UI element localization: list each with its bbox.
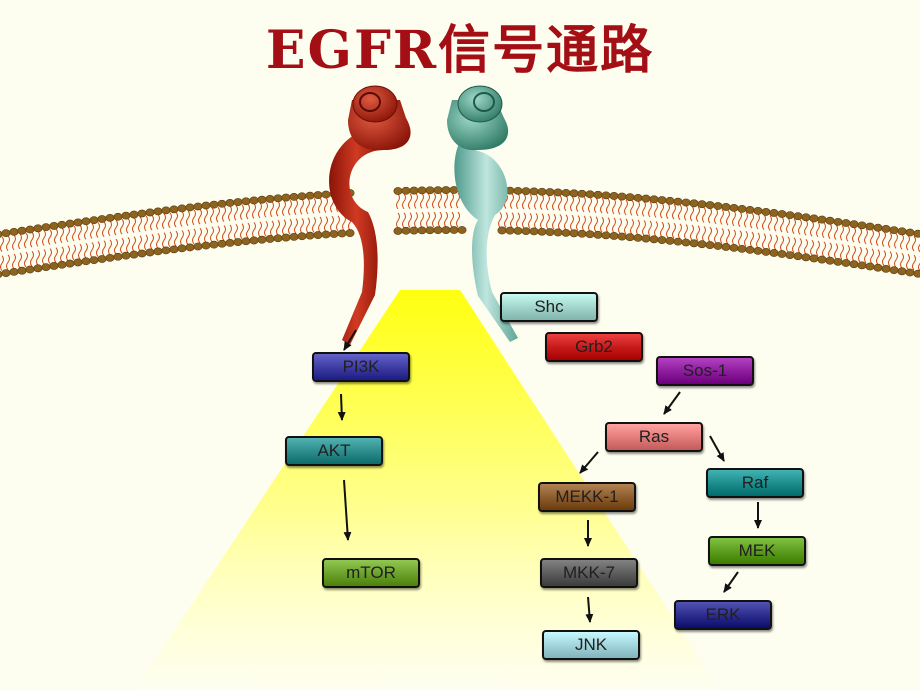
node-shc: Shc [500, 292, 598, 322]
node-raf: Raf [706, 468, 804, 498]
node-erk: ERK [674, 600, 772, 630]
receptor-left [329, 85, 411, 345]
node-akt: AKT [285, 436, 383, 466]
node-grb2: Grb2 [545, 332, 643, 362]
receptor-right [447, 85, 518, 342]
arrow-akt-mtor [343, 479, 352, 541]
page-title: EGFR信号通路 [265, 20, 655, 81]
arrow-mkk7-jnk [585, 596, 594, 623]
cell-membrane [0, 186, 920, 278]
arrow-mek-erk [723, 571, 739, 593]
node-mekk1: MEKK-1 [538, 482, 636, 512]
node-mek: MEK [708, 536, 806, 566]
node-pi3k: PI3K [312, 352, 410, 382]
arrow-ras-raf [709, 435, 725, 462]
node-sos1: Sos-1 [656, 356, 754, 386]
arrows [337, 329, 762, 623]
node-ras: Ras [605, 422, 703, 452]
arrow-ras-mekk1 [579, 451, 599, 474]
arrow-pi3k-akt [337, 393, 346, 421]
node-mkk7: MKK-7 [540, 558, 638, 588]
node-mtor: mTOR [322, 558, 420, 588]
node-jnk: JNK [542, 630, 640, 660]
signal-beam [135, 290, 720, 690]
arrow-receptor-pi3k [343, 329, 357, 351]
arrow-sos1-ras [663, 391, 681, 415]
